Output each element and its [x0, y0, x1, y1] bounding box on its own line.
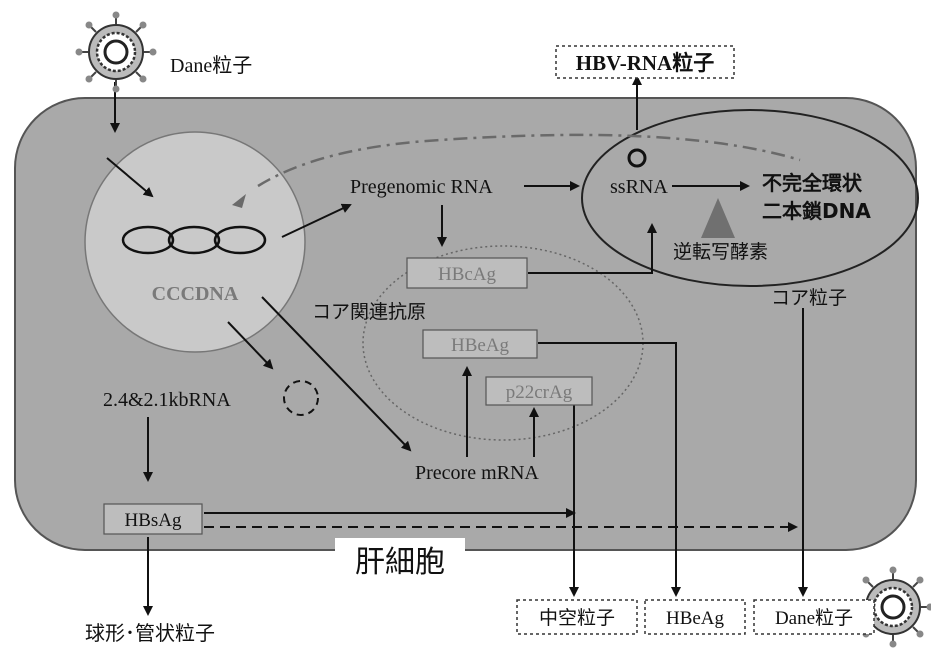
nucleus	[85, 132, 305, 352]
pregenomic-rna-label: Pregenomic RNA	[350, 176, 493, 198]
reverse-transcriptase-label: 逆転写酵素	[673, 241, 768, 263]
hollow-particle-label: 中空粒子	[539, 607, 615, 629]
hbsag-label: HBsAg	[124, 510, 182, 531]
cccdna-label: CCCDNA	[152, 283, 239, 305]
hbeag-label: HBeAg	[451, 335, 510, 356]
precore-mrna-label: Precore mRNA	[415, 462, 539, 484]
core-antigen-label: コア関連抗原	[312, 301, 426, 323]
incomplete-dna-line2: 二本鎖DNA	[762, 199, 871, 223]
hbv-rna-particle-label: HBV-RNA粒子	[576, 51, 714, 75]
p22crag-label: p22crAg	[506, 382, 573, 403]
rna-2421-label: 2.4&2.1kbRNA	[103, 389, 231, 411]
core-particle-label: コア粒子	[771, 287, 847, 309]
dane-particle-label: Dane粒子	[170, 54, 252, 77]
hbeag-out-label: HBeAg	[666, 608, 725, 629]
incomplete-dna-line1: 不完全環状	[762, 171, 863, 195]
hbcag-label: HBcAg	[438, 264, 497, 285]
virus-icon	[76, 12, 157, 93]
spherical-particles-label: 球形･管状粒子	[85, 621, 215, 645]
hepatocyte-label: 肝細胞	[355, 545, 445, 580]
dane-out-label: Dane粒子	[775, 607, 853, 629]
ssrna-label: ssRNA	[610, 176, 668, 198]
